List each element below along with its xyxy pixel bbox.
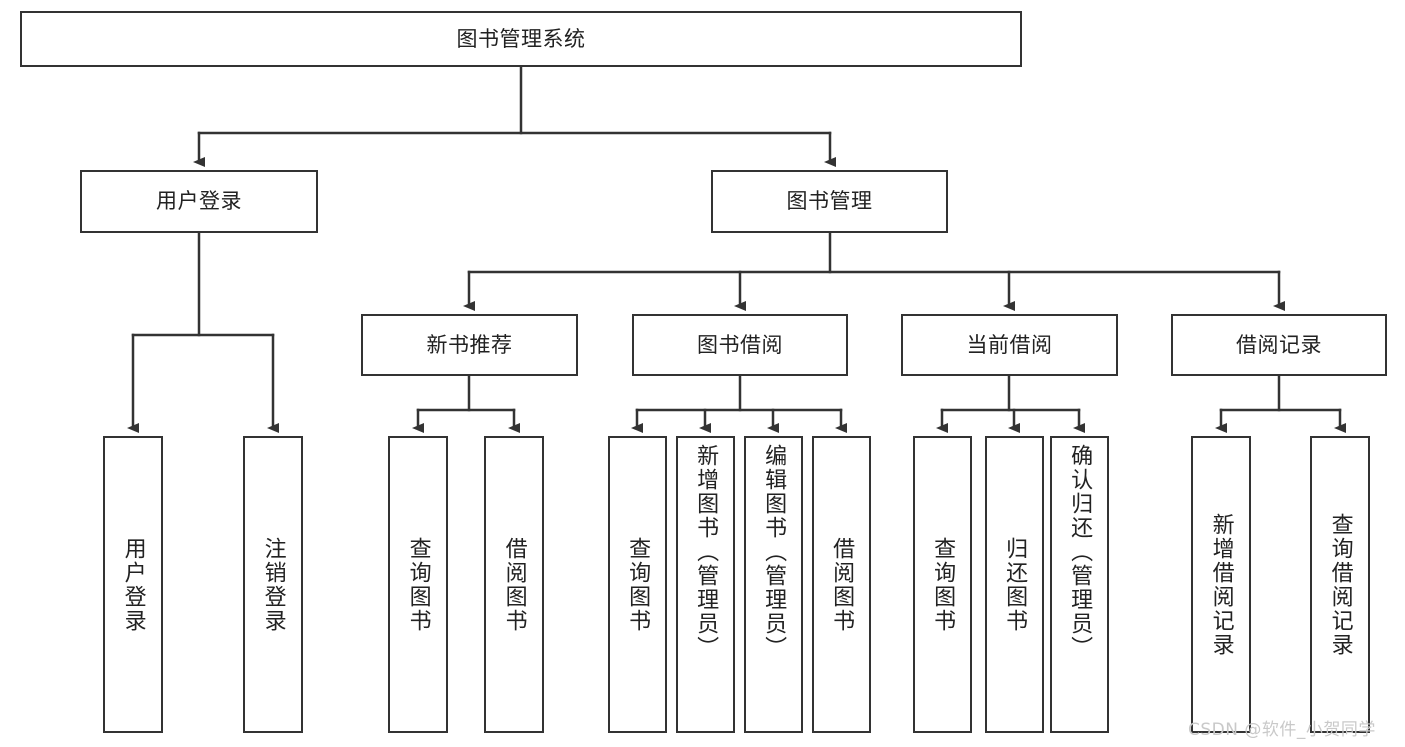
node-user-login[interactable]: 用户登录 bbox=[80, 170, 318, 233]
leaf-logout[interactable]: 注销登录 bbox=[243, 436, 303, 733]
leaf-query-book-borrow-label: 查询图书 bbox=[625, 536, 651, 633]
leaf-borrow-book[interactable]: 借阅图书 bbox=[812, 436, 871, 733]
leaf-query-book-current[interactable]: 查询图书 bbox=[913, 436, 972, 733]
node-book-management[interactable]: 图书管理 bbox=[711, 170, 948, 233]
leaf-user-login[interactable]: 用户登录 bbox=[103, 436, 163, 733]
leaf-query-borrow-record-label: 查询借阅记录 bbox=[1327, 512, 1353, 657]
node-root-label: 图书管理系统 bbox=[456, 26, 586, 51]
leaf-add-book-admin[interactable]: 新增图书（管理员） bbox=[676, 436, 735, 733]
node-book-management-label: 图书管理 bbox=[786, 189, 873, 214]
leaf-borrow-book-newbook-label: 借阅图书 bbox=[501, 536, 527, 633]
leaf-user-login-label: 用户登录 bbox=[120, 536, 146, 633]
node-current-borrow-label: 当前借阅 bbox=[966, 332, 1053, 357]
node-new-book-recommend[interactable]: 新书推荐 bbox=[361, 314, 578, 376]
leaf-add-borrow-record-label: 新增借阅记录 bbox=[1208, 512, 1234, 657]
leaf-query-book-borrow[interactable]: 查询图书 bbox=[608, 436, 667, 733]
node-new-book-recommend-label: 新书推荐 bbox=[426, 332, 513, 357]
leaf-query-book-newbook[interactable]: 查询图书 bbox=[388, 436, 448, 733]
node-current-borrow[interactable]: 当前借阅 bbox=[901, 314, 1118, 376]
leaf-borrow-book-label: 借阅图书 bbox=[829, 536, 855, 633]
leaf-query-borrow-record[interactable]: 查询借阅记录 bbox=[1310, 436, 1370, 733]
node-user-login-label: 用户登录 bbox=[156, 189, 242, 214]
leaf-return-book-label: 归还图书 bbox=[1002, 536, 1028, 633]
leaf-confirm-return-admin-label: 确认归还（管理员） bbox=[1067, 444, 1093, 660]
node-book-borrow-label: 图书借阅 bbox=[697, 332, 783, 357]
node-borrow-records[interactable]: 借阅记录 bbox=[1171, 314, 1387, 376]
watermark: CSDN @软件_小贺同学 bbox=[1188, 720, 1376, 740]
leaf-logout-label: 注销登录 bbox=[260, 536, 286, 633]
leaf-borrow-book-newbook[interactable]: 借阅图书 bbox=[484, 436, 544, 733]
node-borrow-records-label: 借阅记录 bbox=[1236, 332, 1322, 357]
node-root[interactable]: 图书管理系统 bbox=[20, 11, 1022, 67]
leaf-edit-book-admin[interactable]: 编辑图书（管理员） bbox=[744, 436, 803, 733]
leaf-return-book[interactable]: 归还图书 bbox=[985, 436, 1044, 733]
leaf-query-book-current-label: 查询图书 bbox=[930, 536, 956, 633]
node-book-borrow[interactable]: 图书借阅 bbox=[632, 314, 848, 376]
leaf-add-borrow-record[interactable]: 新增借阅记录 bbox=[1191, 436, 1251, 733]
leaf-add-book-admin-label: 新增图书（管理员） bbox=[693, 444, 719, 660]
leaf-confirm-return-admin[interactable]: 确认归还（管理员） bbox=[1050, 436, 1109, 733]
leaf-edit-book-admin-label: 编辑图书（管理员） bbox=[761, 444, 787, 660]
leaf-query-book-newbook-label: 查询图书 bbox=[405, 536, 431, 633]
